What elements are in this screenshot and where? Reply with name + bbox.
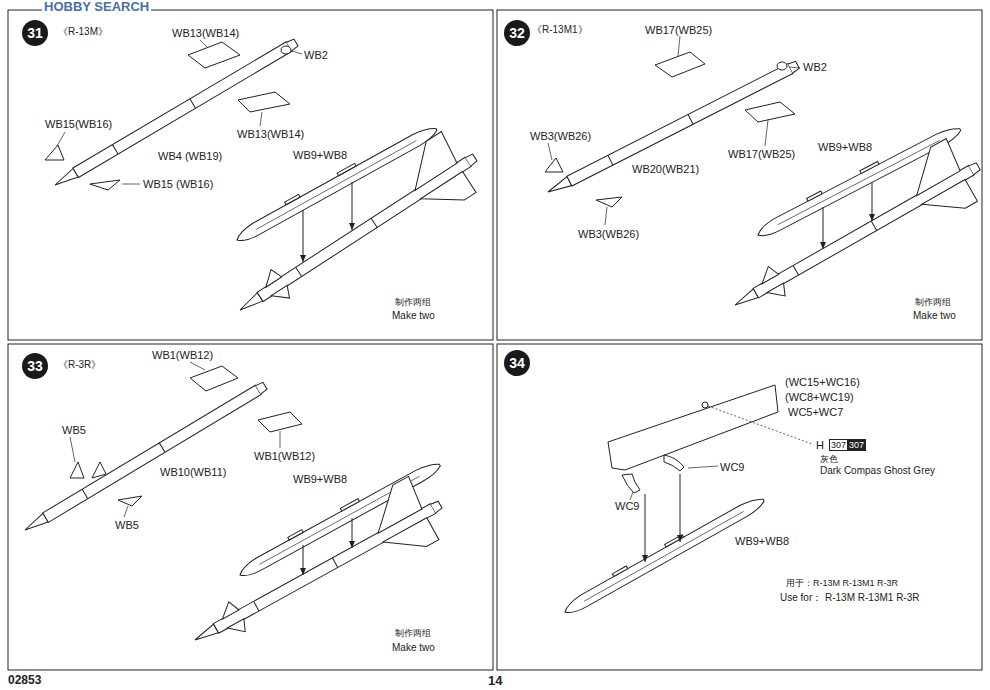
part-label: WB1(WB12) <box>254 450 315 463</box>
part-label: WB2 <box>304 49 328 62</box>
part-label: WB3(WB26) <box>578 228 639 241</box>
note: 制作两组 <box>395 297 431 307</box>
watermark: HOBBY SEARCH <box>42 0 151 15</box>
part-label: WB5 <box>62 424 86 437</box>
paint-name: 灰色 <box>820 454 838 464</box>
part-label: WB2 <box>803 61 827 74</box>
part-label: WB13(WB14) <box>172 27 239 40</box>
part-label: WB9+WB8 <box>818 141 872 154</box>
paint-name: Dark Compas Ghost Grey <box>820 465 935 477</box>
variant-title: 《R-13M1》 <box>532 24 588 36</box>
page-number: 14 <box>488 674 502 689</box>
part-label: WB20(WB21) <box>632 163 699 176</box>
step-circle: 34 <box>504 350 530 376</box>
step-circle: 33 <box>22 353 48 379</box>
paint-code: 307 <box>847 439 866 451</box>
step-circle: 31 <box>22 20 48 46</box>
part-label: WB15(WB16) <box>45 118 112 131</box>
step-number: 31 <box>27 25 43 41</box>
note: Make two <box>392 642 435 654</box>
paint-code: H <box>816 439 824 452</box>
part-label: WB17(WB25) <box>645 24 712 37</box>
part-label: (WC15+WC16) <box>785 376 860 389</box>
step-number: 32 <box>509 25 525 41</box>
note: 制作两组 <box>915 297 951 307</box>
part-label: WB13(WB14) <box>237 128 304 141</box>
paint-code: 307 <box>829 439 848 451</box>
part-label: WB5 <box>115 519 139 532</box>
part-label: WB3(WB26) <box>530 130 591 143</box>
part-label: WB10(WB11) <box>160 466 226 479</box>
page-code: 02853 <box>8 674 41 688</box>
part-label: WB9+WB8 <box>293 149 347 162</box>
variant-title: 《R-13M》 <box>58 26 108 38</box>
note: Make two <box>392 310 435 322</box>
part-label: WB15 (WB16) <box>143 178 213 191</box>
note: 用于：R-13M R-13M1 R-3R <box>786 578 898 588</box>
part-label: WC9 <box>615 500 639 513</box>
part-label: WC5+WC7 <box>788 406 843 419</box>
part-label: WC9 <box>720 461 744 474</box>
step-number: 34 <box>509 355 525 371</box>
note: Make two <box>913 310 956 322</box>
note: 制作两组 <box>395 628 431 638</box>
part-label: (WC8+WC19) <box>785 391 854 404</box>
variant-title: 《R-3R》 <box>58 359 101 371</box>
part-label: WB17(WB25) <box>728 148 795 161</box>
note: Use for： R-13M R-13M1 R-3R <box>780 592 919 604</box>
part-label: WB4 (WB19) <box>158 150 222 163</box>
part-label: WB1(WB12) <box>152 349 213 362</box>
part-label: WB9+WB8 <box>735 535 789 548</box>
step-number: 33 <box>27 358 43 374</box>
step-circle: 32 <box>504 20 530 46</box>
part-label: WB9+WB8 <box>293 473 347 486</box>
